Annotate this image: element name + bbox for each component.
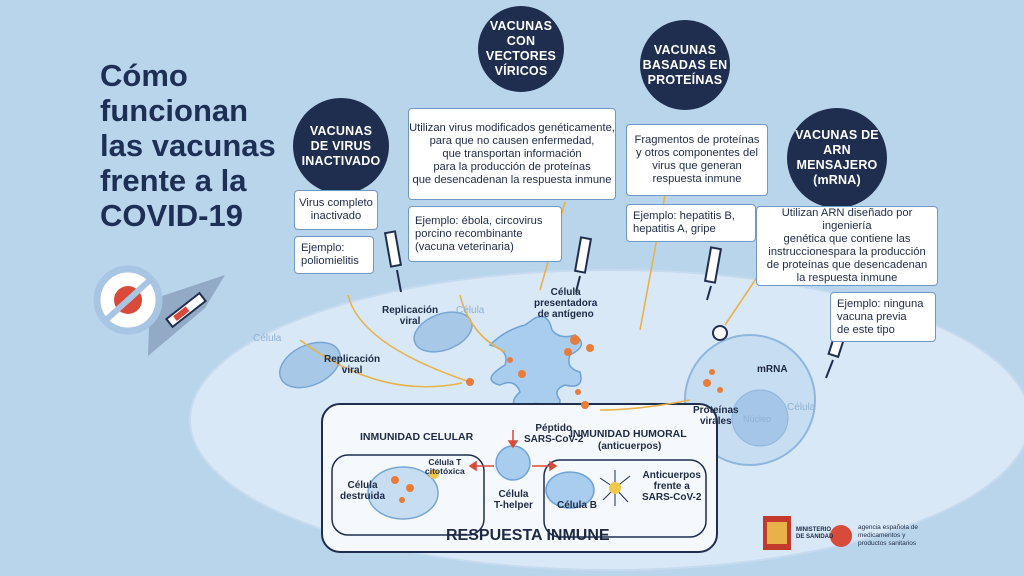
label-cell-left: Célula (253, 333, 282, 344)
inactivated-virus-description: Virus completo inactivado (294, 190, 378, 230)
viral-vectors-description: Utilizan virus modificados genéticamente… (408, 108, 616, 200)
label-antibodies-sars: Anticuerpos frente a SARS-CoV-2 (642, 470, 702, 503)
label-antibodies-paren: (anticuerpos) (598, 441, 662, 452)
label-cell-right: Célula (787, 402, 816, 413)
label-cell-center: Célula (456, 305, 485, 316)
label-mrna: mRNA (757, 364, 788, 375)
humoral-immunity-frame (543, 459, 707, 538)
mrna-example: Ejemplo: ninguna vacuna previa de este t… (830, 292, 936, 342)
no-virus-syringe-icon (93, 265, 225, 356)
label-antigen-presenting-cell: Célula presentadora de antígeno (534, 287, 598, 320)
nucleus-shape (731, 389, 789, 447)
label-cytotoxic-t-cell: Célula T citotóxica (425, 457, 465, 476)
label-viral-replication-left: Replicación viral (324, 354, 381, 376)
small-cell-left (279, 341, 341, 389)
vaccine-type-protein-based: VACUNAS BASADAS EN PROTEÍNAS (640, 20, 730, 110)
logo-ministerio: MINISTERIO DE SANIDAD (796, 527, 834, 540)
label-viral-proteins: Proteínas virales (693, 405, 739, 427)
viral-vectors-example: Ejemplo: ébola, circovirus porcino recom… (408, 206, 562, 262)
vaccine-type-mrna: VACUNAS DE ARN MENSAJERO (mRNA) (787, 108, 887, 208)
label-immune-response: RESPUESTA INMUNE (446, 527, 610, 544)
label-b-cell: Célula B (557, 500, 598, 511)
inactivated-virus-example: Ejemplo: poliomielitis (294, 236, 374, 274)
mrna-description: Utilizan ARN diseñado por ingeniería gen… (756, 206, 938, 286)
label-nucleus: Núcleo (743, 414, 772, 424)
label-destroyed-cell: Célula destruida (340, 480, 386, 502)
label-viral-replication-center: Replicación viral (382, 305, 439, 327)
label-peptide: Péptido SARS-CoV-2 (524, 423, 584, 445)
logo-agencia: agencia española de medicamentos y produ… (858, 524, 918, 547)
protein-based-example: Ejemplo: hepatitis B, hepatitis A, gripe (626, 204, 756, 242)
vaccine-type-viral-vectors: VACUNAS CON VECTORES VÍRICOS (478, 6, 564, 92)
cellular-immunity-frame (331, 454, 485, 536)
label-t-helper: Célula T-helper (494, 489, 533, 511)
protein-based-description: Fragmentos de proteínas y otros componen… (626, 124, 768, 196)
label-humoral-immunity: INMUNIDAD HUMORAL (570, 428, 687, 440)
vaccine-type-inactivated-virus: VACUNAS DE VIRUS INACTIVADO (293, 98, 389, 194)
label-cellular-immunity: INMUNIDAD CELULAR (360, 431, 474, 443)
infographic-title: Cómo funcionan las vacunas frente a la C… (100, 58, 276, 233)
